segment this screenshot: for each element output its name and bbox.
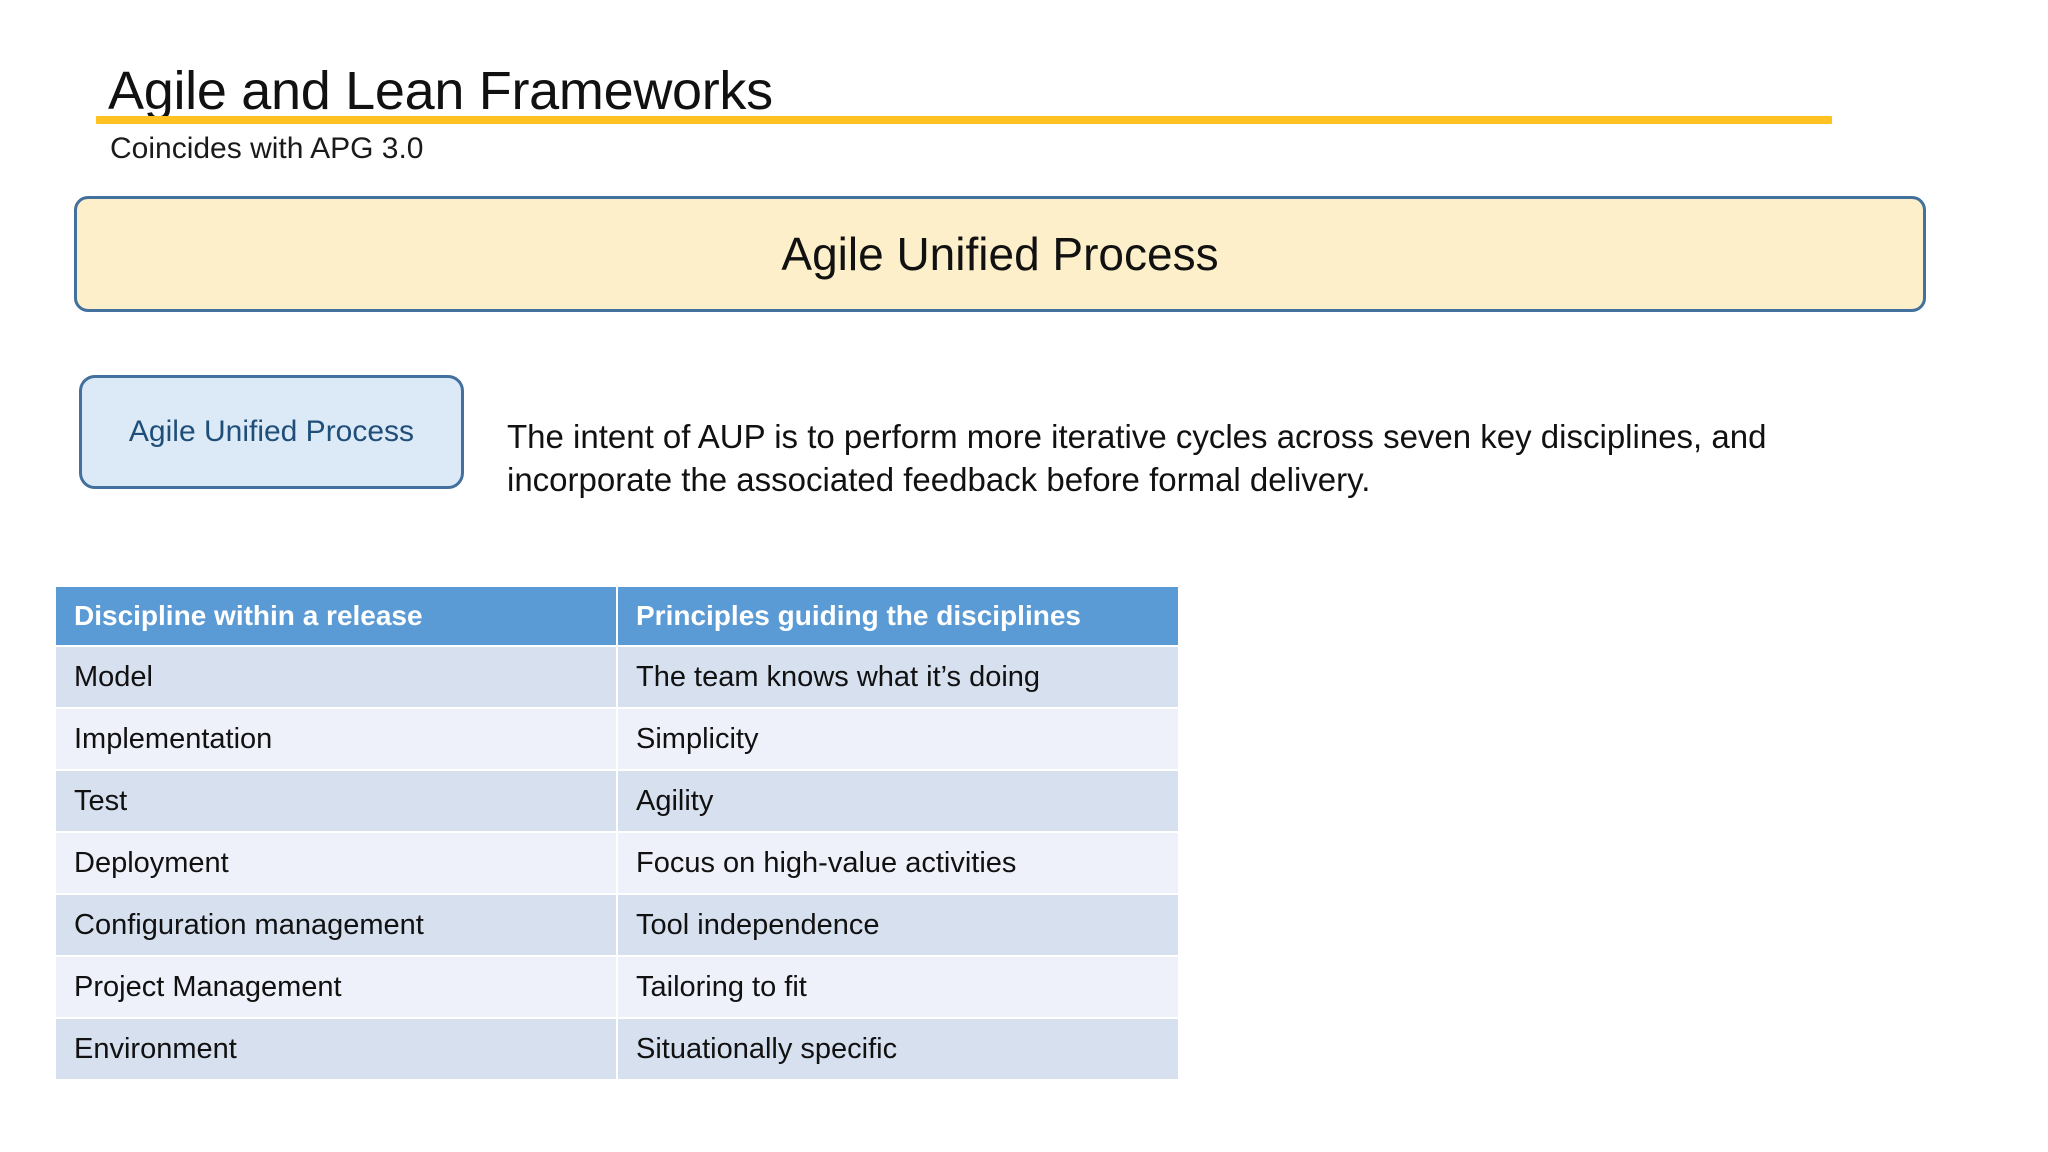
- cell-principle: Situationally specific: [618, 1019, 1178, 1079]
- cell-discipline: Test: [56, 771, 616, 831]
- page-subtitle: Coincides with APG 3.0: [110, 132, 424, 165]
- cell-discipline: Environment: [56, 1019, 616, 1079]
- cell-principle: The team knows what it’s doing: [618, 647, 1178, 707]
- disciplines-table: Discipline within a release Principles g…: [54, 585, 1180, 1081]
- table-body: Model The team knows what it’s doing Imp…: [56, 647, 1178, 1079]
- cell-principle: Agility: [618, 771, 1178, 831]
- callout-button-agile-unified-process[interactable]: Agile Unified Process: [79, 375, 464, 489]
- table-row: Test Agility: [56, 771, 1178, 831]
- cell-principle: Simplicity: [618, 709, 1178, 769]
- title-underline-rule: [96, 116, 1832, 124]
- table-header: Discipline within a release Principles g…: [56, 587, 1178, 645]
- body-paragraph: The intent of AUP is to perform more ite…: [507, 418, 1767, 498]
- page-title: Agile and Lean Frameworks: [108, 61, 773, 122]
- table-row: Deployment Focus on high-value activitie…: [56, 833, 1178, 893]
- table-row: Configuration management Tool independen…: [56, 895, 1178, 955]
- cell-discipline: Deployment: [56, 833, 616, 893]
- cell-principle: Tailoring to fit: [618, 957, 1178, 1017]
- table-row: Model The team knows what it’s doing: [56, 647, 1178, 707]
- cell-principle: Focus on high-value activities: [618, 833, 1178, 893]
- banner-agile-unified-process: Agile Unified Process: [74, 196, 1926, 312]
- table-row: Implementation Simplicity: [56, 709, 1178, 769]
- table-row: Project Management Tailoring to fit: [56, 957, 1178, 1017]
- callout-button-label: Agile Unified Process: [128, 415, 415, 448]
- table-header-discipline: Discipline within a release: [56, 587, 616, 645]
- table-header-principle: Principles guiding the disciplines: [618, 587, 1178, 645]
- cell-discipline: Model: [56, 647, 616, 707]
- banner-heading-text: Agile Unified Process: [781, 228, 1219, 280]
- cell-discipline: Configuration management: [56, 895, 616, 955]
- cell-principle: Tool independence: [618, 895, 1178, 955]
- table-row: Environment Situationally specific: [56, 1019, 1178, 1079]
- cell-discipline: Implementation: [56, 709, 616, 769]
- table-header-row: Discipline within a release Principles g…: [56, 587, 1178, 645]
- cell-discipline: Project Management: [56, 957, 616, 1017]
